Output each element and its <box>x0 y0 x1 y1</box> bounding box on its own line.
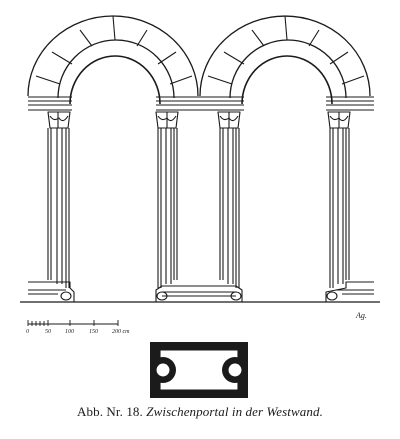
left-arch <box>27 15 199 105</box>
column-shaft-center-right <box>219 128 240 288</box>
scale-label-50: 50 <box>45 329 51 335</box>
artist-signature: Ag. <box>356 311 367 320</box>
scale-label-0: 0 <box>26 329 29 335</box>
scale-labels: 0 50 100 150 200 cm <box>26 329 130 335</box>
figure-caption: Abb. Nr. 18. Zwischenportal in der Westw… <box>0 404 400 420</box>
scale-label-200: 200 cm <box>112 329 130 335</box>
base-left <box>28 281 75 303</box>
capital-center-right <box>217 111 241 129</box>
scale-label-100: 100 <box>65 329 74 335</box>
impost-cornice-right <box>326 96 374 111</box>
scale-label-150: 150 <box>89 329 98 335</box>
column-shaft-right <box>329 128 350 288</box>
pier-plan-section <box>150 342 248 398</box>
caption-text: Zwischenportal in der Westwand. <box>146 404 323 419</box>
right-arch <box>199 15 371 105</box>
base-center <box>155 285 243 303</box>
caption-prefix: Abb. Nr. 18. <box>77 404 143 419</box>
column-shaft-center-left <box>157 128 178 288</box>
column-shaft-left <box>47 128 70 288</box>
capital-left <box>47 111 71 129</box>
capital-center-left <box>155 111 179 129</box>
capital-right <box>327 111 351 129</box>
scale-bar <box>27 320 119 326</box>
impost-cornice-center <box>156 96 244 111</box>
impost-cornice-left <box>28 96 72 111</box>
